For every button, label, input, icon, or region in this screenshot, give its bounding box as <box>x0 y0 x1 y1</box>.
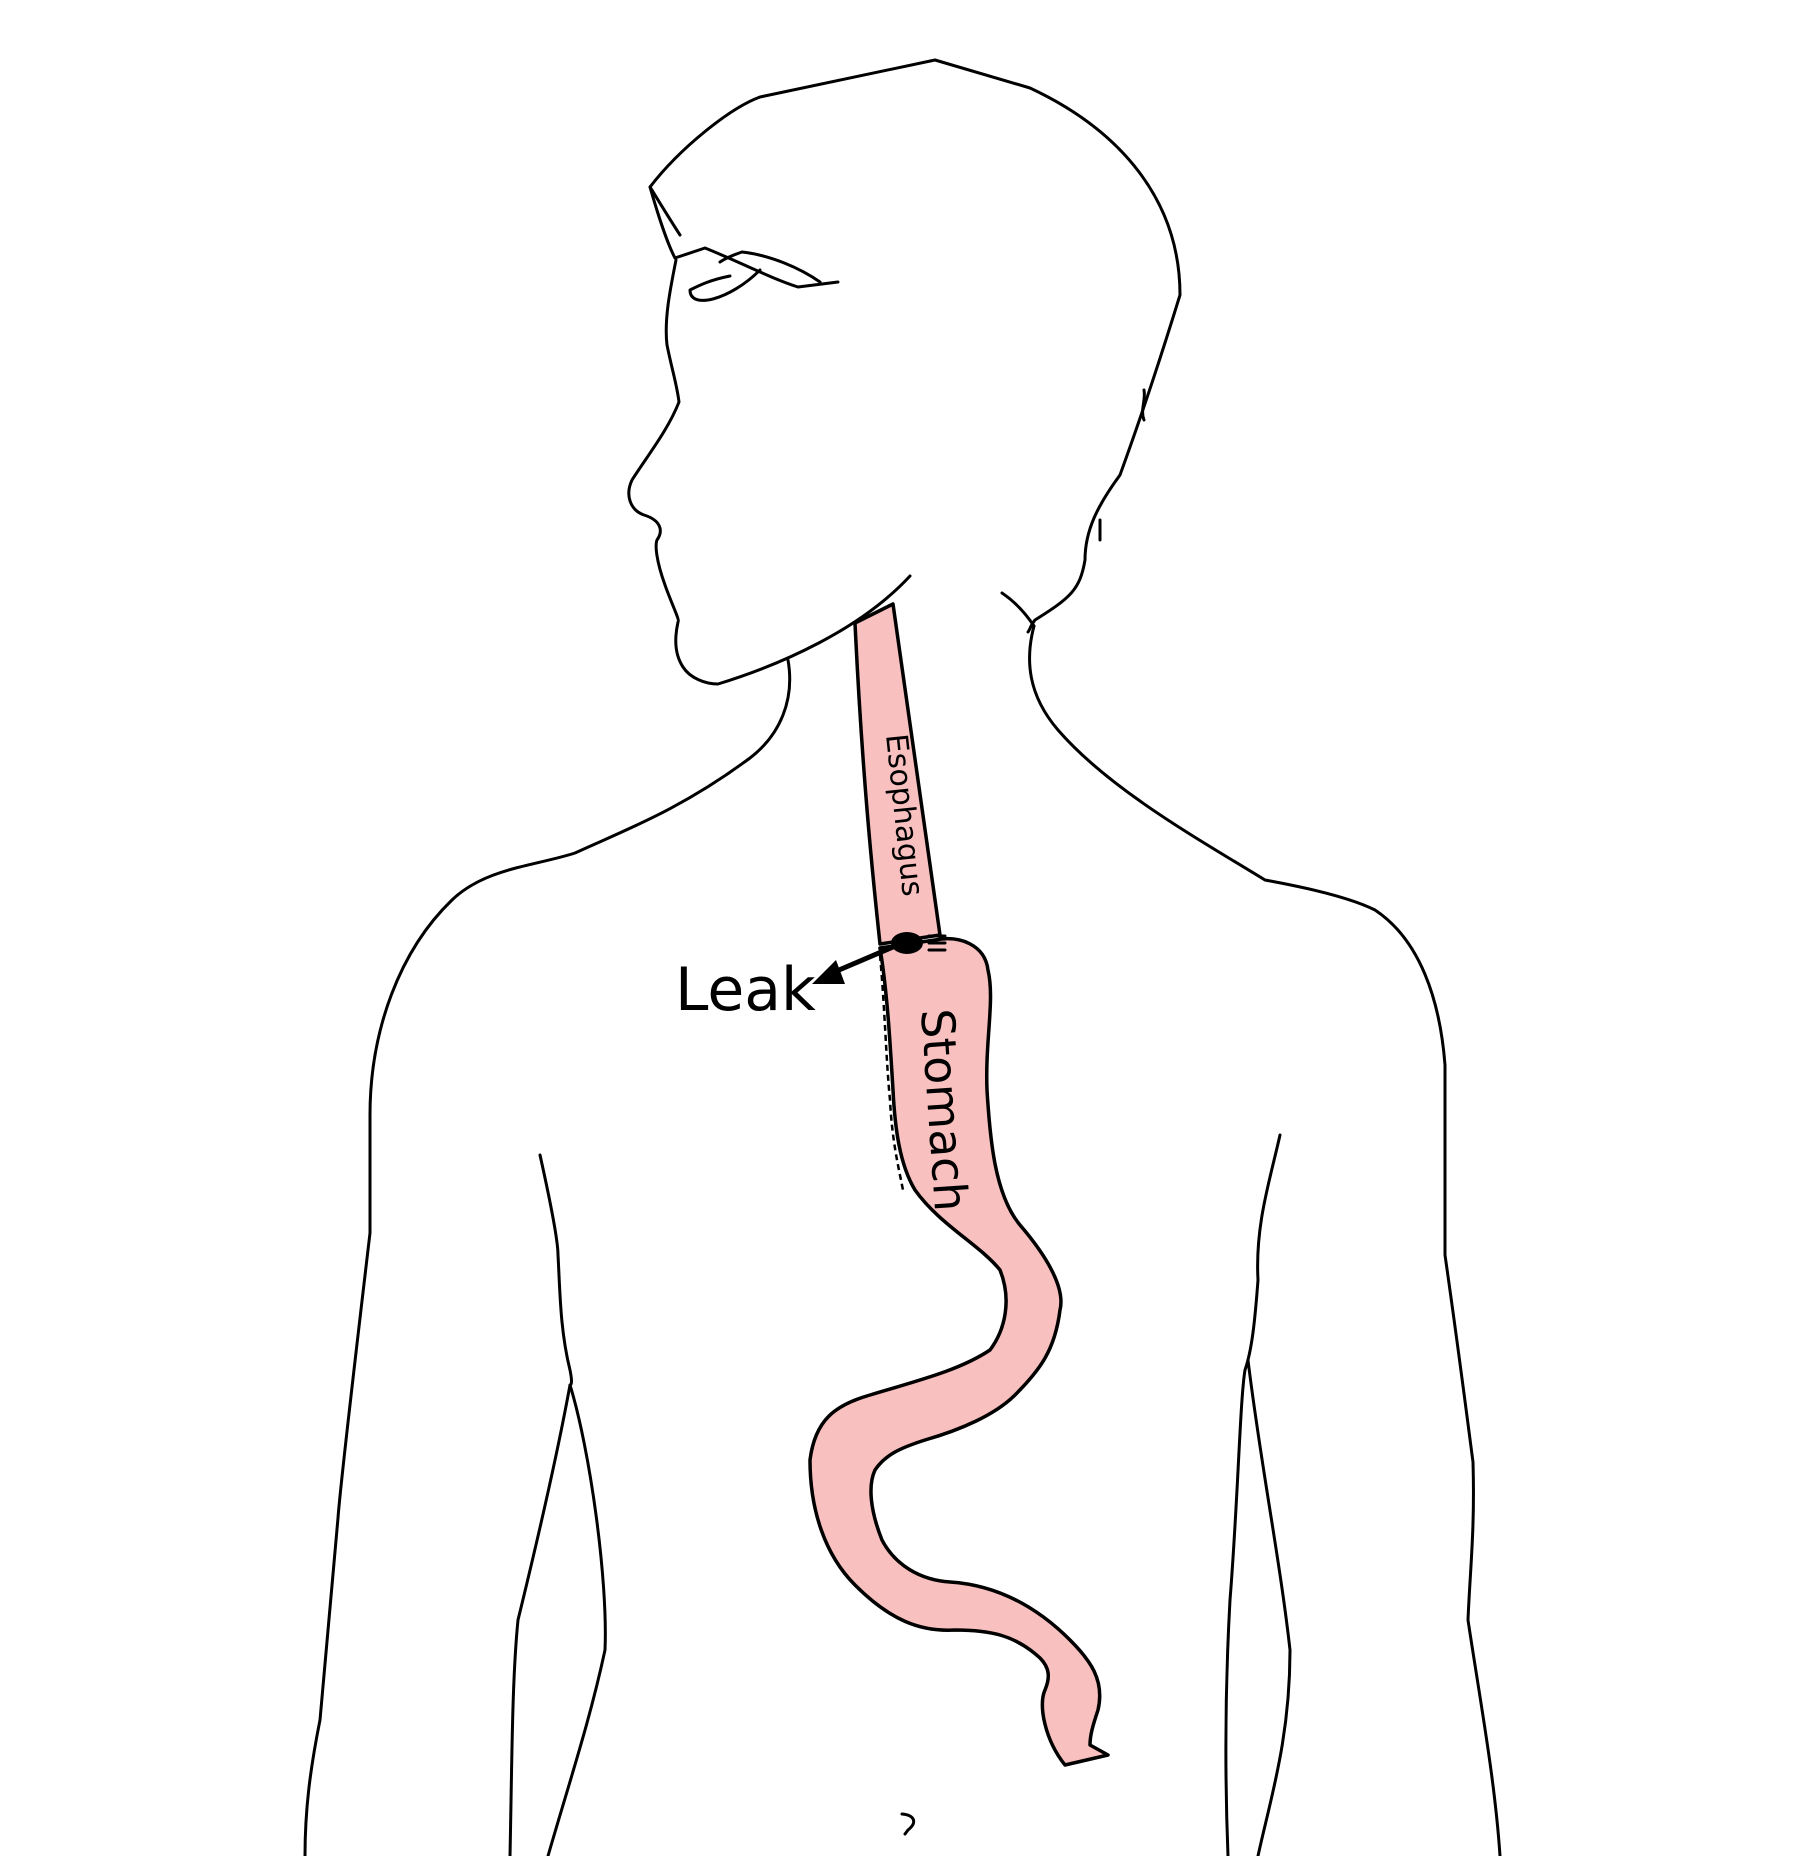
leak-site-dot <box>891 932 923 954</box>
staple-marks <box>927 934 947 952</box>
right-shoulder-arm <box>1028 624 1502 1856</box>
ear-line <box>1098 388 1146 542</box>
navel <box>900 1812 916 1836</box>
neck-back-line <box>1000 591 1036 628</box>
right-inner-arm <box>1246 1358 1292 1856</box>
staple-line <box>878 954 905 1191</box>
left-inner-arm <box>546 1383 607 1856</box>
leak-label: Leak <box>675 955 816 1025</box>
forehead-line <box>648 185 840 289</box>
leak-arrow-shaft <box>829 944 896 976</box>
face-profile <box>648 58 1182 634</box>
head-outline <box>688 250 822 302</box>
leak-arrow-head <box>812 960 845 984</box>
stomach-shape <box>808 937 1110 1767</box>
nose-mouth-chin <box>627 258 912 686</box>
left-torso-side <box>508 1153 573 1856</box>
left-shoulder-arm <box>303 658 792 1856</box>
right-torso-side <box>1224 1133 1282 1856</box>
